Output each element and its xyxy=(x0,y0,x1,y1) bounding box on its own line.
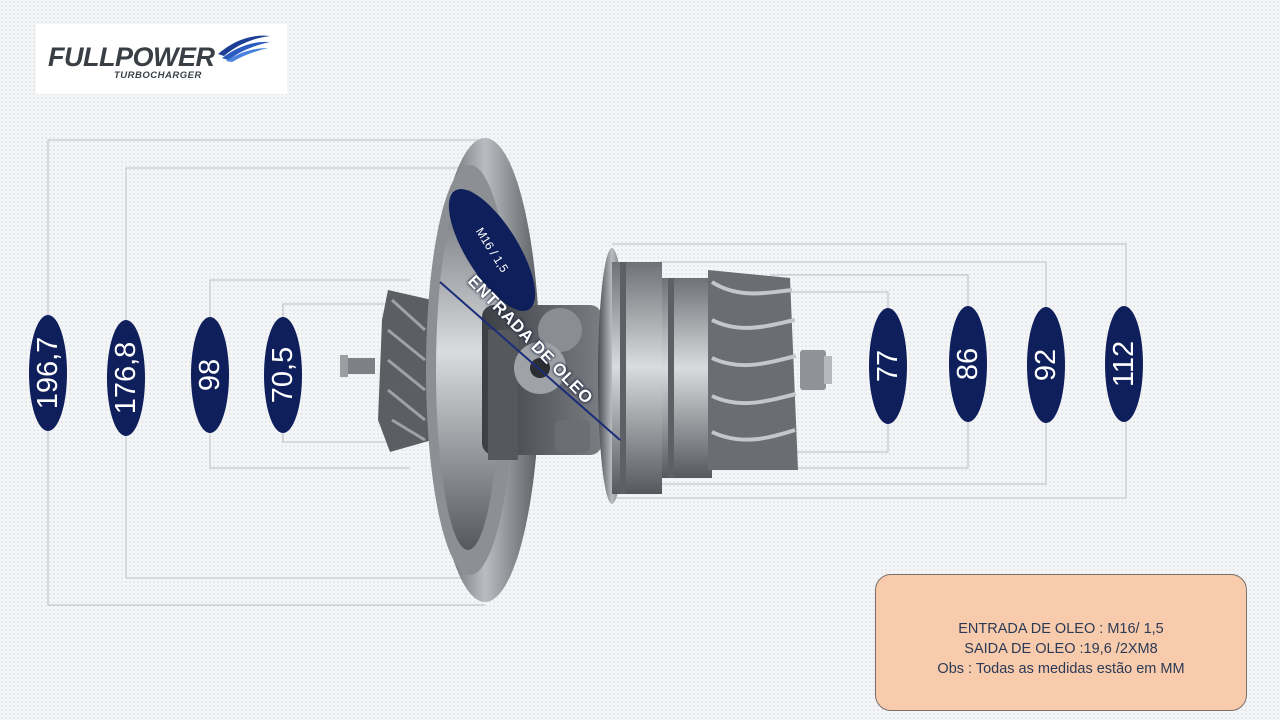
dimension-label-98: 98 xyxy=(194,358,226,392)
dimension-label-70-5: 70,5 xyxy=(267,346,299,404)
dimension-label-86: 86 xyxy=(952,347,984,381)
logo-subtitle: TURBOCHARGER xyxy=(114,70,202,81)
info-line-note: Obs : Todas as medidas estão em MM xyxy=(937,660,1185,677)
dimension-label-112: 112 xyxy=(1108,340,1140,388)
dimension-ovals xyxy=(29,306,1143,436)
logo-wing-icon xyxy=(218,35,270,62)
logo-wordmark: FULLPOWER xyxy=(48,42,215,72)
info-line-oil-inlet: ENTRADA DE OLEO : M16/ 1,5 xyxy=(958,620,1164,637)
dimension-label-196-7: 196,7 xyxy=(32,336,64,410)
oil-inlet-thread-oval xyxy=(448,189,536,311)
dimension-label-176-8: 176,8 xyxy=(110,341,142,415)
oil-inlet-leader-line xyxy=(439,281,621,441)
dimension-label-92: 92 xyxy=(1030,348,1062,382)
info-line-oil-outlet: SAIDA DE OLEO :19,6 /2XM8 xyxy=(964,640,1158,657)
turbo-cartridge-illustration xyxy=(340,138,832,602)
specs-info-box: ENTRADA DE OLEO : M16/ 1,5 SAIDA DE OLEO… xyxy=(875,574,1247,711)
logo: FULLPOWER TURBOCHARGER xyxy=(36,24,287,94)
dimension-label-77: 77 xyxy=(872,349,904,383)
